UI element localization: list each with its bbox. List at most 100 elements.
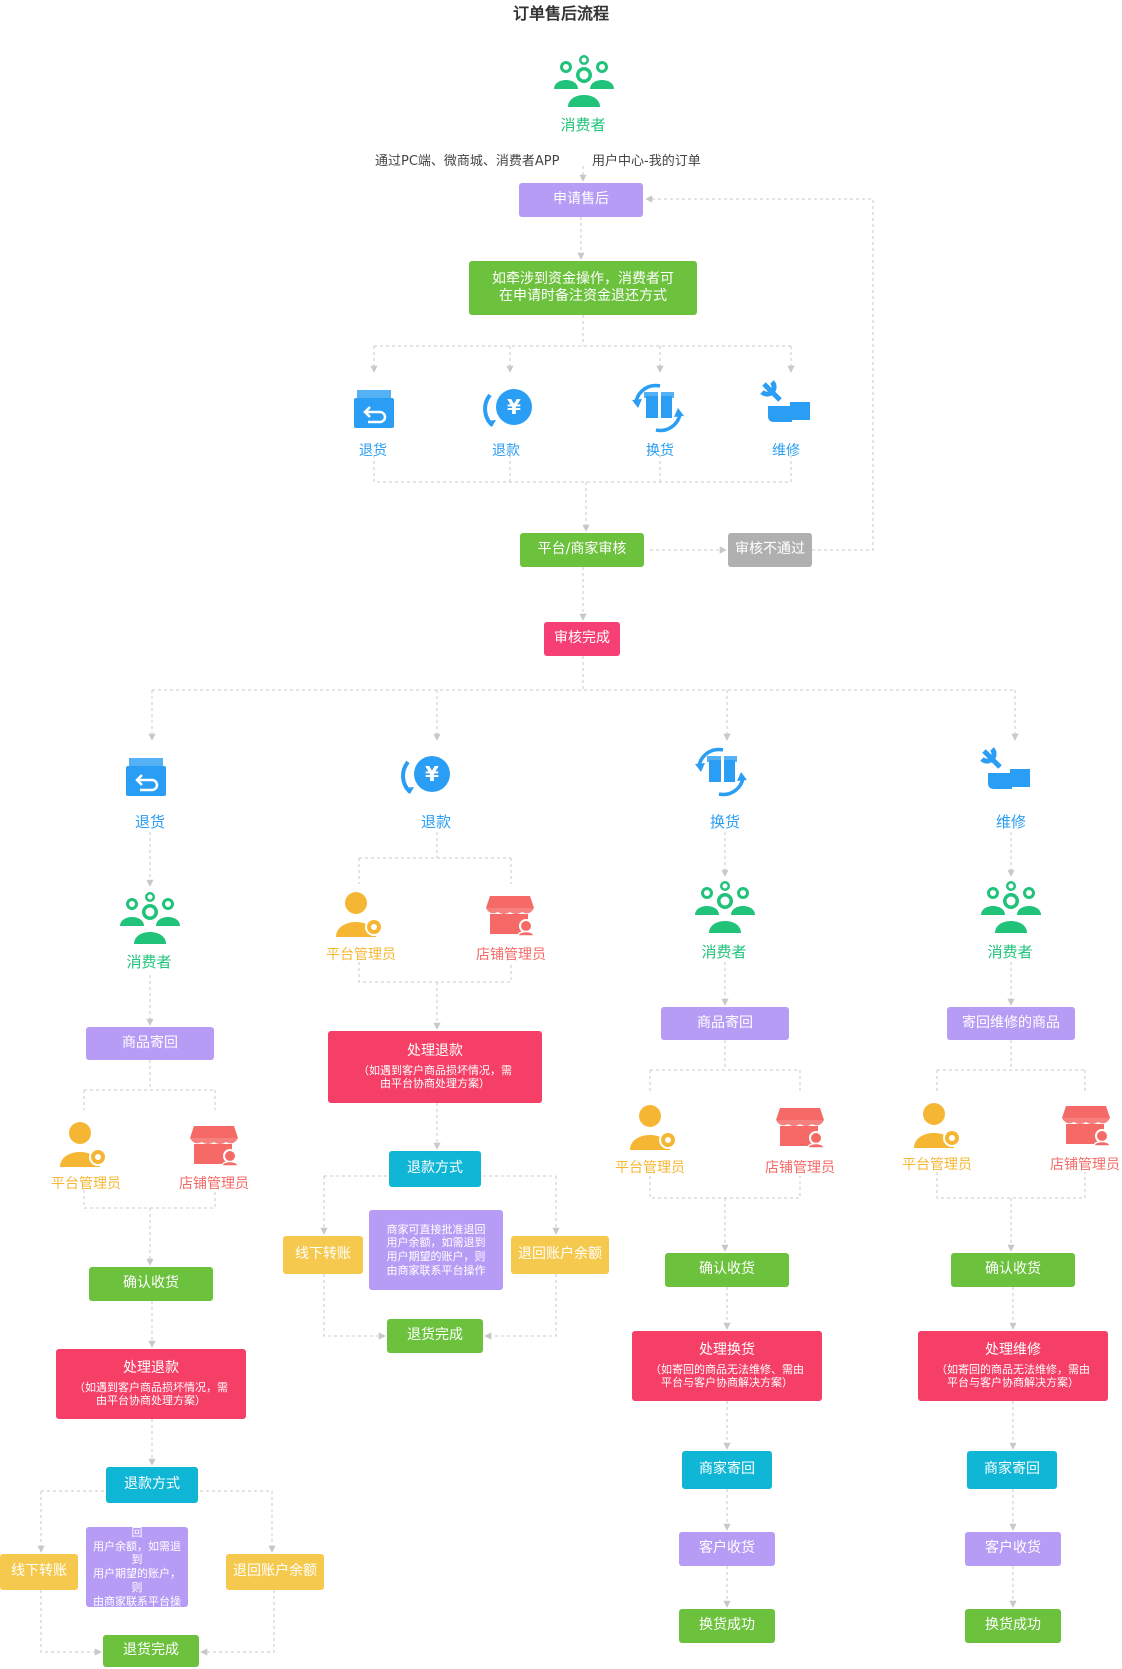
- col2-process-note-2: 由平台协商处理方案）: [380, 1077, 490, 1091]
- col1-method-node: 退款方式: [106, 1467, 198, 1503]
- svg-text:¥: ¥: [425, 762, 439, 786]
- col2-note-1: 商家可直接批准退回: [386, 1222, 486, 1236]
- col3-process-node: 处理换货 （如寄回的商品无法维修、需由 平台与客户协商解决方案）: [632, 1331, 822, 1401]
- col1-offline-node: 线下转账: [0, 1554, 78, 1590]
- col2-process-title: 处理退款: [407, 1043, 463, 1059]
- col4-process-node: 处理维修 （如寄回的商品无法维修，需由 平台与客户协商解决方案）: [918, 1331, 1108, 1401]
- col2-offline-label: 线下转账: [295, 1246, 351, 1263]
- col1-note-2: 用户余额，如需退到: [93, 1539, 181, 1567]
- col2-process-note-1: （如遇到客户商品损坏情况，需: [358, 1063, 512, 1077]
- col2-balance-node: 退回账户余额: [511, 1236, 609, 1274]
- col2-done-label: 退货完成: [407, 1327, 463, 1344]
- col1-return-icon: [124, 756, 172, 808]
- col4-repair-icon: [980, 747, 1038, 807]
- approved-node: 审核完成: [544, 622, 620, 656]
- col1-type-label: 退货: [134, 813, 166, 831]
- col4-done-node: 换货成功: [965, 1609, 1061, 1643]
- col4-admin-icon: [912, 1098, 964, 1154]
- col1-consumer-label: 消费者: [126, 953, 172, 971]
- col3-confirm-node: 确认收货: [665, 1253, 789, 1287]
- col2-shop-icon: [486, 890, 538, 942]
- col1-shop-label: 店铺管理员: [179, 1176, 249, 1192]
- col2-balance-label: 退回账户余额: [518, 1246, 602, 1263]
- col4-shop-label: 店铺管理员: [1050, 1157, 1120, 1173]
- refund-icon: ¥: [480, 385, 536, 435]
- col1-process-note-2: 由平台协商处理方案）: [96, 1394, 206, 1408]
- col1-balance-label: 退回账户余额: [233, 1563, 317, 1580]
- col1-note-1: 商家可直接批准退回: [93, 1512, 181, 1539]
- col4-admin-label: 平台管理员: [902, 1157, 972, 1173]
- col1-send-back-node: 商品寄回: [86, 1027, 214, 1060]
- col1-consumer-icon: [118, 890, 182, 952]
- col3-process-note-2: 平台与客户协商解决方案）: [661, 1376, 793, 1390]
- col1-note-node: 商家可直接批准退回 用户余额，如需退到 用户期望的账户，则 由商家联系平台操作: [86, 1512, 188, 1621]
- col4-merchant-send-node: 商家寄回: [967, 1451, 1057, 1489]
- channel-note-left: 通过PC端、微商城、消费者APP: [375, 154, 560, 169]
- col2-note-3: 用户期望的账户，则: [386, 1250, 486, 1263]
- col3-consumer-label: 消费者: [701, 943, 747, 961]
- col3-done-label: 换货成功: [699, 1617, 755, 1634]
- col2-note-4: 由商家联系平台操作: [386, 1263, 486, 1277]
- rejected-node: 审核不通过: [728, 533, 812, 567]
- return-goods-icon: [352, 388, 396, 434]
- col1-note-3: 用户期望的账户，则: [93, 1567, 181, 1594]
- col1-balance-node: 退回账户余额: [226, 1554, 324, 1590]
- col1-admin-icon: [58, 1117, 110, 1173]
- col2-type-label: 退款: [420, 813, 452, 831]
- rejected-label: 审核不通过: [735, 541, 805, 558]
- col1-offline-label: 线下转账: [11, 1563, 67, 1580]
- col3-process-note-1: （如寄回的商品无法维修、需由: [650, 1362, 804, 1376]
- col3-shop-label: 店铺管理员: [765, 1160, 835, 1176]
- col2-method-label: 退款方式: [407, 1160, 463, 1177]
- col2-refund-icon: ¥: [398, 752, 462, 808]
- col4-merchant-send-label: 商家寄回: [984, 1461, 1040, 1478]
- consumer-group-icon: [552, 53, 616, 115]
- col3-process-title: 处理换货: [699, 1342, 755, 1358]
- col4-send-back-node: 寄回维修的商品: [947, 1007, 1075, 1040]
- col1-done-node: 退货完成: [103, 1635, 199, 1667]
- col4-process-note-1: （如寄回的商品无法维修，需由: [936, 1362, 1090, 1376]
- page-title: 订单售后流程: [512, 4, 609, 23]
- col2-offline-node: 线下转账: [283, 1236, 363, 1274]
- type-return-label: 退货: [359, 443, 387, 459]
- col4-consumer-label: 消费者: [987, 943, 1033, 961]
- col1-admin-label: 平台管理员: [51, 1176, 121, 1192]
- col1-process-node: 处理退款 （如遇到客户商品损坏情况，需 由平台协商处理方案）: [56, 1349, 246, 1419]
- col2-note-node: 商家可直接批准退回 用户余额，如需退到 用户期望的账户，则 由商家联系平台操作: [369, 1210, 503, 1290]
- col2-admin-icon: [334, 887, 386, 943]
- type-exchange-label: 换货: [646, 443, 674, 459]
- col4-customer-receive-label: 客户收货: [985, 1540, 1041, 1557]
- col3-merchant-send-node: 商家寄回: [682, 1451, 772, 1489]
- apply-label: 申请售后: [553, 191, 609, 208]
- col4-done-label: 换货成功: [985, 1617, 1041, 1634]
- col1-method-label: 退款方式: [124, 1476, 180, 1493]
- col2-shop-label: 店铺管理员: [476, 947, 546, 963]
- col2-admin-label: 平台管理员: [326, 947, 396, 963]
- col4-type-label: 维修: [995, 813, 1027, 831]
- col4-consumer-icon: [979, 879, 1043, 941]
- col4-confirm-label: 确认收货: [985, 1261, 1041, 1278]
- col2-done-node: 退货完成: [387, 1319, 483, 1353]
- col2-note-2: 用户余额，如需退到: [386, 1236, 486, 1250]
- review-label: 平台/商家审核: [537, 541, 627, 558]
- col2-process-node: 处理退款 （如遇到客户商品损坏情况，需 由平台协商处理方案）: [328, 1031, 542, 1103]
- channel-note-right: 用户中心-我的订单: [592, 154, 701, 169]
- col3-merchant-send-label: 商家寄回: [699, 1461, 755, 1478]
- col3-send-back-label: 商品寄回: [697, 1014, 753, 1031]
- col4-send-back-label: 寄回维修的商品: [962, 1014, 1060, 1031]
- col3-shop-icon: [776, 1102, 828, 1154]
- col3-consumer-icon: [693, 879, 757, 941]
- col1-confirm-node: 确认收货: [89, 1267, 213, 1301]
- col3-customer-receive-label: 客户收货: [699, 1540, 755, 1557]
- fund-note-line-1: 如牵涉到资金操作，消费者可: [492, 270, 674, 287]
- repair-icon: [760, 380, 812, 434]
- exchange-icon: [630, 382, 686, 438]
- fund-note-node: 如牵涉到资金操作，消费者可 在申请时备注资金退还方式: [469, 261, 697, 315]
- col1-send-back-label: 商品寄回: [122, 1034, 178, 1051]
- col4-process-note-2: 平台与客户协商解决方案）: [947, 1376, 1079, 1390]
- col3-admin-label: 平台管理员: [615, 1160, 685, 1176]
- col3-customer-receive-node: 客户收货: [679, 1532, 775, 1566]
- col3-admin-icon: [628, 1100, 680, 1156]
- col3-type-label: 换货: [709, 813, 741, 831]
